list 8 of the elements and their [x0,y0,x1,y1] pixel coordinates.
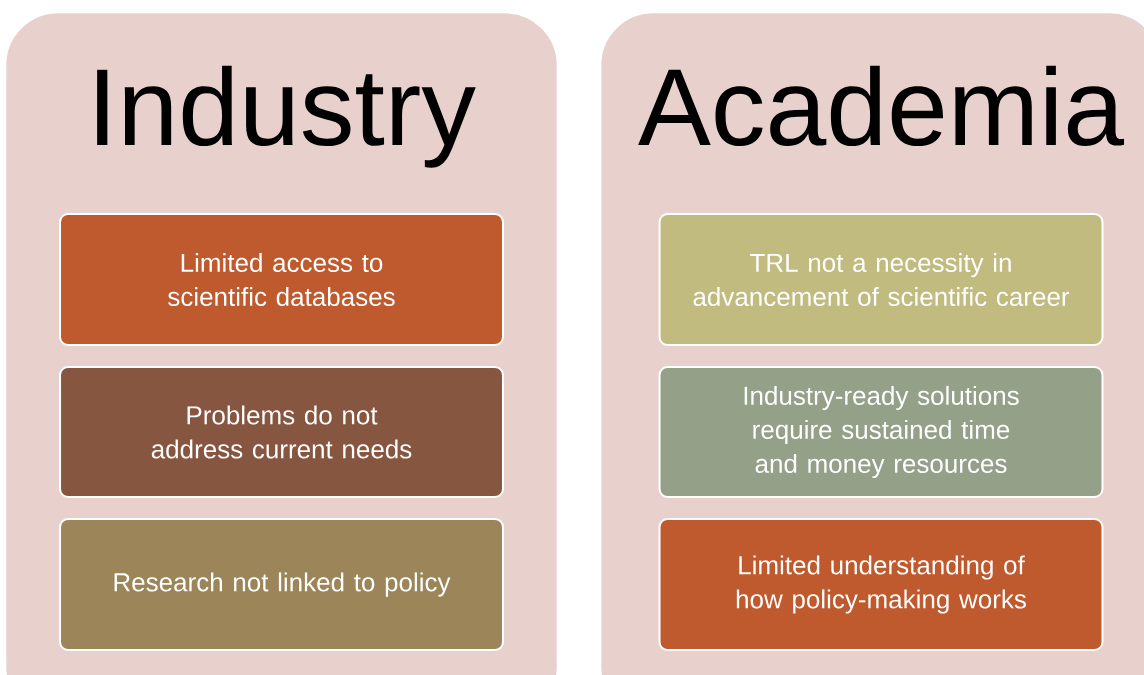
text-box: Limited access to scientific databases [59,213,504,346]
text-box: Research not linked to policy [59,518,504,651]
text-box: Industry-ready solutions require sustained time and money resources [658,366,1104,498]
text-box: TRL not a necessity in advancement of scientific career [658,213,1104,346]
panel-title: Academia [638,65,1125,147]
text-box: Limited understanding of how policy-making works [658,518,1104,651]
text-box: Problems do not address current needs [59,366,504,498]
panel-title: Industry [97,65,476,168]
